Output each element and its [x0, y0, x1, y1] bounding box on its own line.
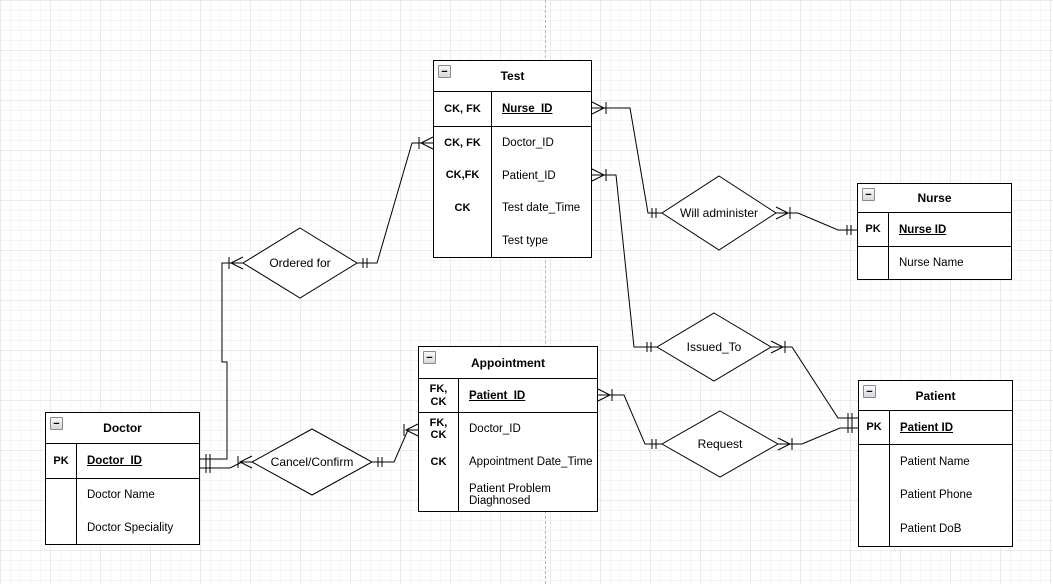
connector-issued-to-patient[interactable]	[770, 340, 858, 423]
connector-will-administer-nurse[interactable]	[775, 206, 857, 235]
attr-cell: Doctor Speciality	[87, 521, 174, 534]
attr-cell: Patient_ID	[459, 379, 597, 413]
attr-cell: Patient Problem Diaghnosed	[469, 482, 551, 507]
collapse-icon[interactable]: −	[423, 351, 436, 364]
attr-cell: Doctor_ID	[469, 423, 521, 436]
attr-cell: Patient_ID	[502, 169, 556, 182]
key-cell: CK	[434, 192, 492, 225]
relationship-issued-to[interactable]	[656, 312, 772, 382]
entity-title: Test	[500, 69, 525, 83]
key-cell: PK	[858, 213, 889, 247]
entity-title: Appointment	[471, 355, 545, 370]
attr-cell: Nurse ID	[889, 213, 1011, 247]
connector-request-patient[interactable]	[777, 423, 858, 451]
connector-test-issued-to[interactable]	[591, 168, 657, 352]
relationship-cancel-confirm[interactable]	[250, 428, 374, 496]
attr-cell: Doctor_ID	[502, 137, 554, 150]
key-cell: PK	[46, 444, 77, 479]
relationship-ordered-for[interactable]	[242, 227, 358, 299]
entity-test[interactable]: − Test CK, FK Nurse_ID CK, FK Doctor_ID …	[433, 60, 592, 258]
entity-appointment[interactable]: − Appointment FK, CK Patient_ID FK, CK D…	[418, 346, 598, 512]
key-cell: CK, FK	[434, 92, 492, 127]
connector-cancel-confirm-appointment[interactable]	[372, 423, 419, 467]
attr-cell: Patient Name	[900, 455, 970, 468]
entity-title: Patient	[915, 388, 956, 403]
collapse-icon[interactable]: −	[862, 188, 875, 201]
entity-doctor-header: − Doctor	[46, 413, 199, 444]
relationship-will-administer[interactable]	[661, 175, 777, 251]
collapse-icon[interactable]: −	[438, 65, 451, 78]
key-cell	[858, 247, 889, 279]
attr-cell: Patient DoB	[900, 523, 962, 536]
connector-cancel-confirm-doctor[interactable]	[200, 455, 253, 473]
attr-cell: Doctor_ID	[77, 444, 199, 479]
attr-cell: Patient Phone	[900, 489, 973, 502]
attr-cell: Test type	[502, 234, 549, 247]
key-cell: CK,FK	[434, 159, 492, 192]
key-cell: CK	[419, 445, 459, 479]
attr-cell: Appointment Date_Time	[469, 455, 593, 468]
key-cell	[46, 479, 77, 512]
entity-patient[interactable]: − Patient PK Patient ID Patient Name Pat…	[858, 380, 1013, 547]
entity-title: Nurse	[917, 191, 952, 205]
entity-nurse-header: − Nurse	[858, 184, 1011, 213]
entity-title: Doctor	[103, 421, 142, 435]
attr-cell: Doctor Name	[87, 489, 155, 502]
key-cell	[859, 445, 890, 479]
attr-cell: Nurse Name	[899, 257, 964, 269]
entity-doctor[interactable]: − Doctor PK Doctor_ID Doctor Name Doctor…	[45, 412, 200, 545]
collapse-icon[interactable]: −	[50, 417, 63, 430]
attr-cell: Patient ID	[890, 411, 1012, 445]
connector-appointment-request[interactable]	[597, 388, 662, 449]
key-cell: CK, FK	[434, 127, 492, 160]
entity-patient-header: − Patient	[859, 381, 1012, 411]
relationship-request[interactable]	[660, 410, 780, 478]
entity-nurse[interactable]: − Nurse PK Nurse ID Nurse Name	[857, 183, 1012, 280]
key-cell	[419, 478, 459, 511]
key-cell: FK, CK	[419, 413, 459, 446]
collapse-icon[interactable]: −	[863, 385, 876, 398]
connector-ordered-for-test[interactable]	[357, 136, 434, 268]
entity-test-header: − Test	[434, 61, 591, 92]
connector-doctor-ordered-for[interactable]	[200, 256, 244, 464]
attr-cell: Nurse_ID	[492, 92, 591, 127]
attr-cell: Test date_Time	[502, 202, 581, 215]
key-cell	[46, 511, 77, 544]
key-cell: FK, CK	[419, 379, 459, 413]
key-cell: PK	[859, 411, 890, 445]
key-cell	[859, 478, 890, 513]
page-divider	[545, 0, 546, 584]
entity-appointment-header: − Appointment	[419, 347, 597, 379]
key-cell	[434, 224, 492, 257]
connector-test-will-administer[interactable]	[591, 101, 662, 218]
key-cell	[859, 512, 890, 546]
